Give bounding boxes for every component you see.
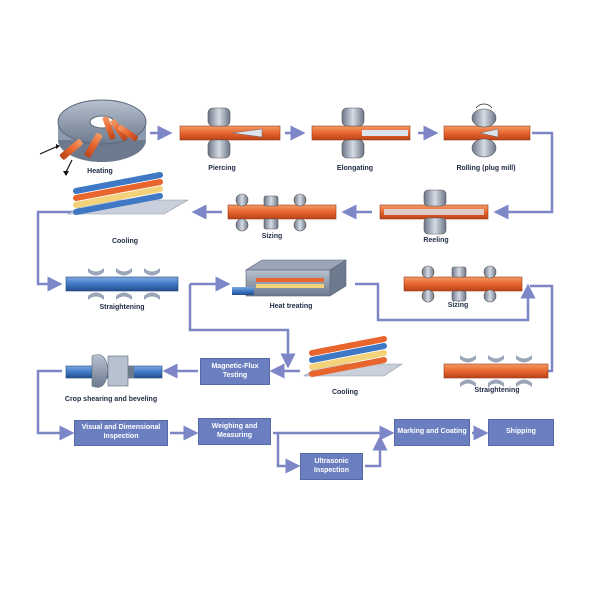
box-shipping: Shipping	[488, 419, 554, 446]
heat-treat-furnace-icon	[232, 259, 348, 297]
box-weighing-measuring: Weighing and Measuring	[198, 418, 271, 445]
label-heat-treating: Heat treating	[269, 303, 313, 310]
reeler-icon	[379, 189, 489, 235]
label-straightening-1: Straightening	[99, 304, 145, 311]
straightener-icon	[65, 268, 179, 300]
cooling-bed-icon	[66, 172, 190, 215]
piercing-mill-icon	[179, 107, 281, 159]
box-visual-dimensional-inspection: Visual and Dimensional Inspection	[74, 420, 168, 446]
plug-mill-icon	[443, 103, 531, 158]
box-ultrasonic-inspection: Ultrasonic Inspection	[300, 453, 363, 480]
label-reeling: Reeling	[423, 237, 449, 244]
label-straightening-2: Straightening	[474, 387, 520, 394]
label-cooling-2: Cooling	[331, 389, 359, 396]
label-crop: Crop shearing and beveling	[64, 396, 158, 403]
crop-shear-icon	[65, 354, 163, 388]
sizing-mill-icon	[227, 193, 337, 232]
label-sizing-2: Sizing	[447, 302, 469, 309]
box-magnetic-flux-testing: Magnetic-Flux Testing	[200, 358, 270, 385]
box-marking-coating: Marking and Coating	[394, 419, 470, 446]
rotary-furnace-icon	[39, 99, 147, 176]
sizing-mill-icon-2	[403, 265, 523, 303]
cooling-bed-icon-2	[303, 336, 403, 377]
elongator-icon	[311, 107, 411, 159]
straightener-icon-2	[443, 355, 549, 387]
label-cooling-1: Cooling	[111, 238, 139, 245]
label-heating: Heating	[87, 168, 113, 175]
label-elongating: Elongating	[336, 165, 374, 172]
label-sizing-1: Sizing	[261, 233, 283, 240]
label-rolling: Rolling (plug mill)	[456, 165, 516, 172]
label-piercing: Piercing	[208, 165, 236, 172]
